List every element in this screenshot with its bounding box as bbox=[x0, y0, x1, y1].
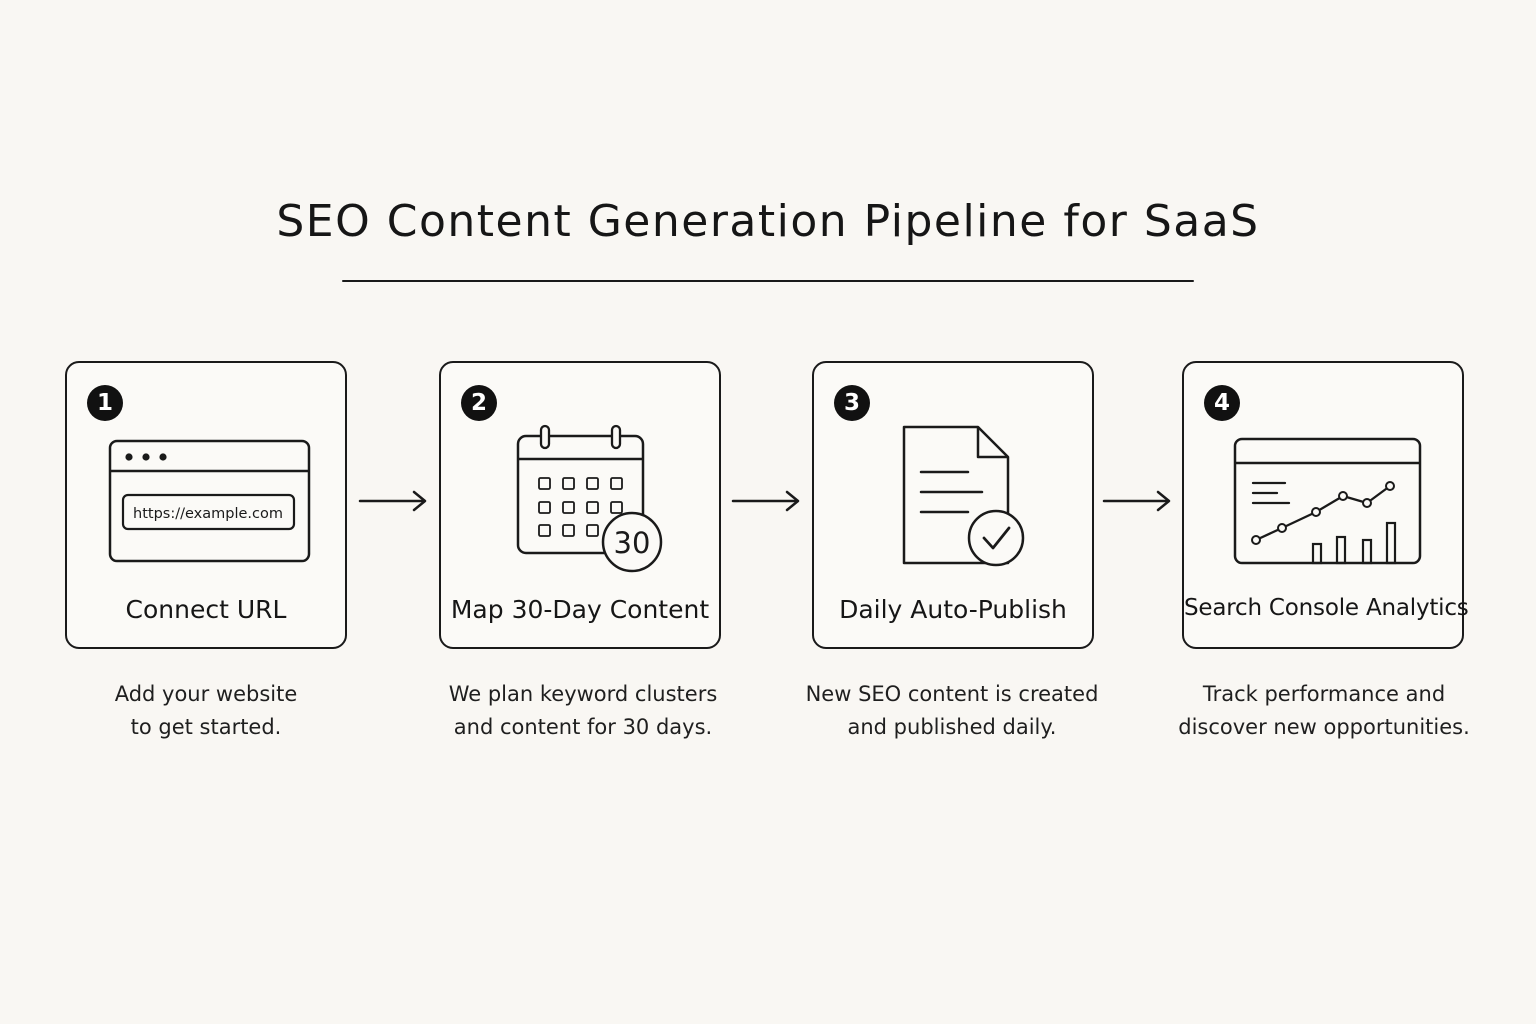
step-number-badge: 2 bbox=[461, 385, 497, 421]
browser-window-icon: https://example.com bbox=[108, 439, 311, 563]
step-description: We plan keyword clusters and content for… bbox=[423, 678, 743, 744]
arrow-right-icon bbox=[731, 490, 800, 512]
calendar-day-badge: 30 bbox=[614, 526, 651, 560]
arrow-right-icon bbox=[1102, 490, 1171, 512]
step-description: Add your website to get started. bbox=[46, 678, 366, 744]
arrow-right-icon bbox=[358, 490, 427, 512]
step-description-line: New SEO content is created bbox=[805, 682, 1099, 706]
step-description-line: discover new opportunities. bbox=[1178, 715, 1470, 739]
title-underline bbox=[342, 280, 1194, 282]
step-description: Track performance and discover new oppor… bbox=[1164, 678, 1484, 744]
page-title: SEO Content Generation Pipeline for SaaS bbox=[276, 196, 1260, 247]
step-description-line: We plan keyword clusters bbox=[448, 682, 718, 706]
url-field-text: https://example.com bbox=[133, 506, 283, 522]
step-description: New SEO content is created and published… bbox=[792, 678, 1112, 744]
step-description-line: Track performance and bbox=[1202, 682, 1446, 706]
step-number-badge: 4 bbox=[1204, 385, 1240, 421]
step-label: Connect URL bbox=[125, 595, 287, 624]
step-label: Daily Auto-Publish bbox=[839, 595, 1067, 624]
step-description-line: and content for 30 days. bbox=[453, 715, 713, 739]
step-label: Search Console Analytics bbox=[1184, 595, 1469, 621]
step-card-auto-publish: 3 Daily Auto-Publish bbox=[812, 361, 1094, 649]
calendar-icon: 30 bbox=[516, 424, 663, 573]
document-check-icon bbox=[902, 425, 1025, 567]
step-description-line: Add your website bbox=[114, 682, 298, 706]
step-card-map-content: 2 30 Map 30-Day Content bbox=[439, 361, 721, 649]
step-description-line: to get started. bbox=[130, 715, 282, 739]
step-number-badge: 1 bbox=[87, 385, 123, 421]
step-label: Map 30-Day Content bbox=[450, 595, 710, 624]
step-card-connect-url: 1 https://example.com Connect URL bbox=[65, 361, 347, 649]
step-description-line: and published daily. bbox=[847, 715, 1057, 739]
analytics-chart-icon bbox=[1233, 437, 1422, 565]
step-card-search-console: 4 Search Console Analytics bbox=[1182, 361, 1469, 649]
step-number-badge: 3 bbox=[834, 385, 870, 421]
